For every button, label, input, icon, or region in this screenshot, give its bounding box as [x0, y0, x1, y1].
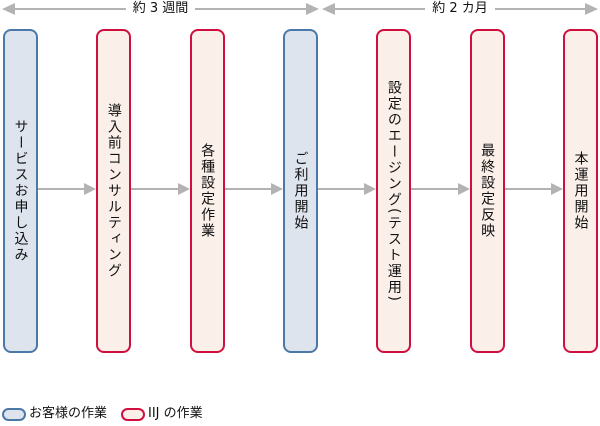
flow-connector — [38, 29, 97, 353]
flow-step-label: 導入前コンサルティング — [105, 103, 122, 279]
arrowhead-left-icon — [322, 2, 335, 15]
flow-row: サービスお申し込み 導入前コンサルティング 各種設定作業 ご利用開始 設定のエー… — [3, 29, 598, 353]
flow-connector — [504, 29, 563, 353]
flow-connector — [224, 29, 283, 353]
right-arrow-icon — [224, 183, 283, 195]
arrowhead-right-icon — [306, 2, 320, 15]
legend-customer-swatch — [2, 407, 26, 421]
duration-span-3-weeks: 約 3 週間 — [2, 1, 320, 16]
right-arrow-icon — [317, 183, 377, 195]
flow-step-production-start: 本運用開始 — [562, 29, 598, 353]
flow-step-configuration-work: 各種設定作業 — [189, 29, 225, 353]
legend: お客様の作業 IIJ の作業 — [2, 405, 217, 423]
flow-step-label: 設定のエージング(テスト運用) — [385, 79, 402, 303]
right-arrow-icon — [411, 183, 470, 195]
duration-span-2-months: 約 2 カ月 — [322, 1, 599, 16]
legend-iij-swatch — [121, 407, 146, 421]
right-arrow-icon — [38, 183, 97, 195]
arrowhead-left-icon — [2, 2, 15, 15]
duration-label-3-weeks: 約 3 週間 — [132, 1, 189, 16]
flow-step-service-application: サービスお申し込み — [3, 29, 38, 353]
flow-step-label: 最終設定反映 — [479, 143, 496, 239]
flow-step-service-start: ご利用開始 — [282, 29, 318, 353]
right-arrow-icon — [131, 183, 190, 195]
flow-connector — [317, 29, 377, 353]
flow-step-aging-test-operation: 設定のエージング(テスト運用) — [376, 29, 412, 353]
flow-step-label: 本運用開始 — [572, 151, 589, 231]
legend-iij-label: IIJ の作業 — [148, 406, 203, 421]
flow-step-pre-consulting: 導入前コンサルティング — [96, 29, 132, 353]
duration-label-2-months: 約 2 カ月 — [432, 1, 488, 16]
flow-connector — [411, 29, 470, 353]
flow-connector — [131, 29, 190, 353]
flow-step-final-settings: 最終設定反映 — [469, 29, 505, 353]
flow-step-label: サービスお申し込み — [12, 119, 29, 263]
legend-customer-label: お客様の作業 — [29, 406, 108, 421]
flow-step-label: ご利用開始 — [292, 151, 309, 231]
flow-step-label: 各種設定作業 — [199, 143, 216, 239]
right-arrow-icon — [504, 183, 563, 195]
arrowhead-right-icon — [585, 2, 599, 15]
